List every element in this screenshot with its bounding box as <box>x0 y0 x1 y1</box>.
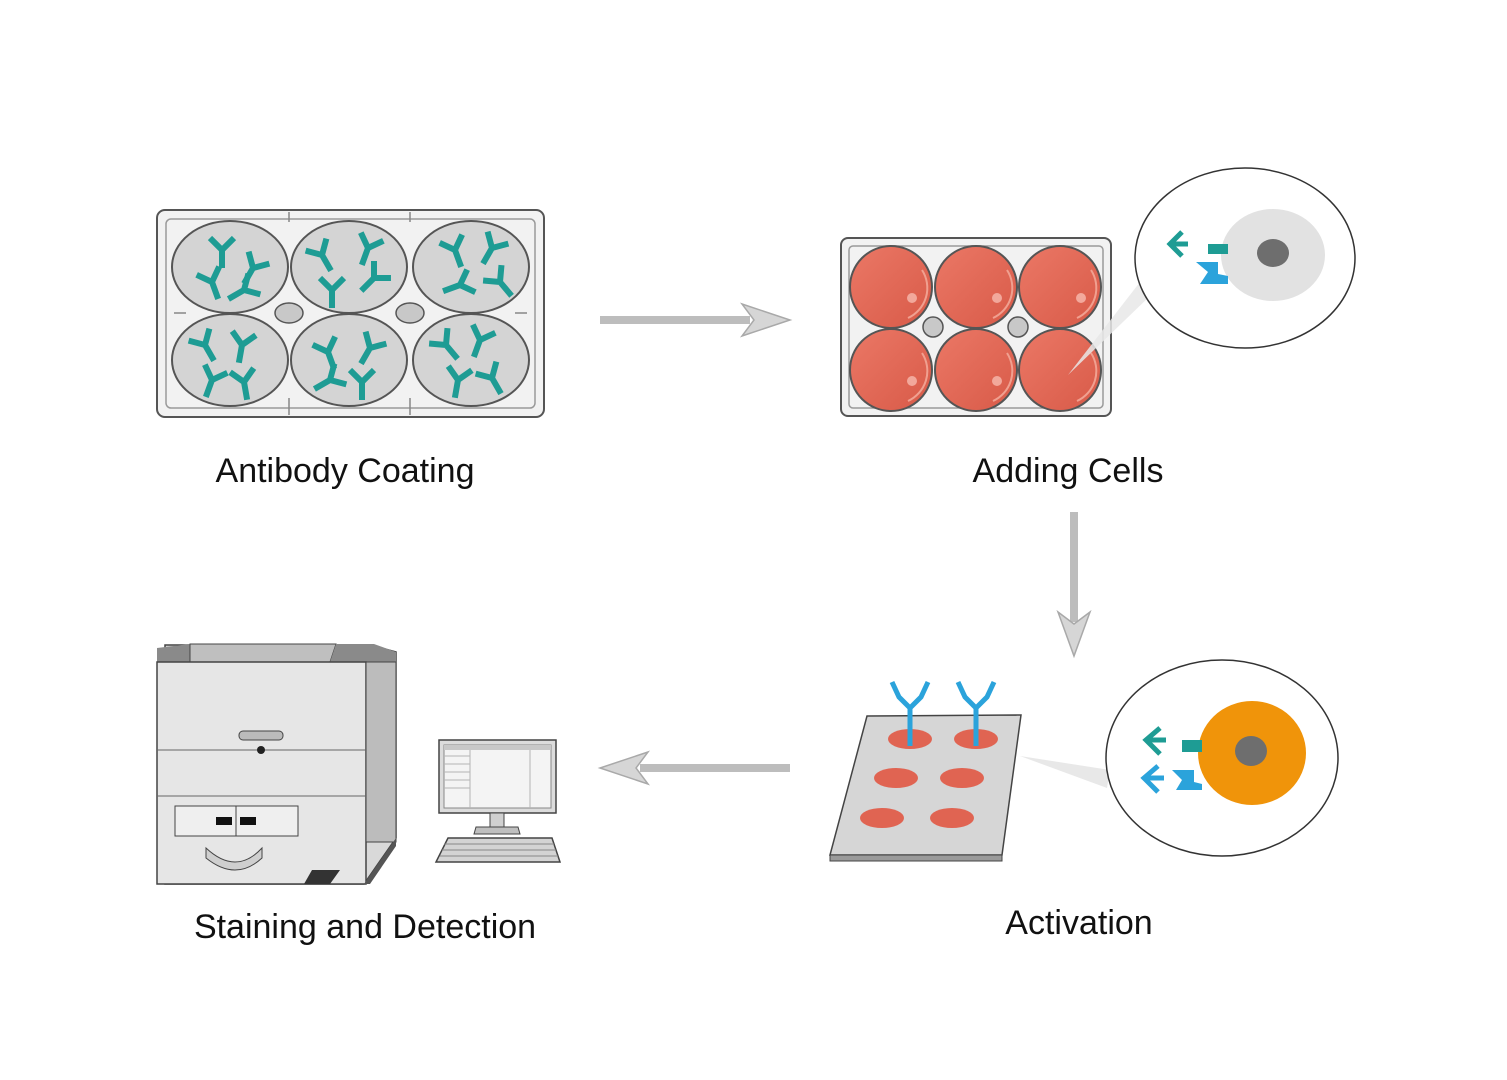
receptor-icon <box>1172 740 1202 790</box>
antibody-coated-plate <box>156 209 545 418</box>
cell-icon <box>1198 701 1306 805</box>
step-label-activation: Activation <box>1005 904 1153 942</box>
arrow-icon <box>600 302 793 338</box>
arrow-icon <box>597 750 790 786</box>
cell-icon <box>1221 209 1325 301</box>
cell-plate <box>840 237 1112 417</box>
red-wells <box>849 245 1102 412</box>
computer-icon <box>434 739 562 863</box>
slide-icon <box>829 682 1022 862</box>
antibody-icon <box>1140 726 1166 794</box>
step-label-adding-cells: Adding Cells <box>972 452 1164 490</box>
cell-zoom-inset <box>1134 167 1356 349</box>
step-label-antibody-coating: Antibody Coating <box>215 452 475 490</box>
activated-cell-inset <box>1105 659 1339 857</box>
arrow-icon <box>1056 512 1092 659</box>
flow-cytometer-icon <box>156 643 397 885</box>
step-label-staining-detection: Staining and Detection <box>193 908 537 946</box>
antibody-icon <box>892 682 994 746</box>
receptor-icon <box>1196 244 1228 284</box>
antibody-icon <box>1166 230 1188 258</box>
